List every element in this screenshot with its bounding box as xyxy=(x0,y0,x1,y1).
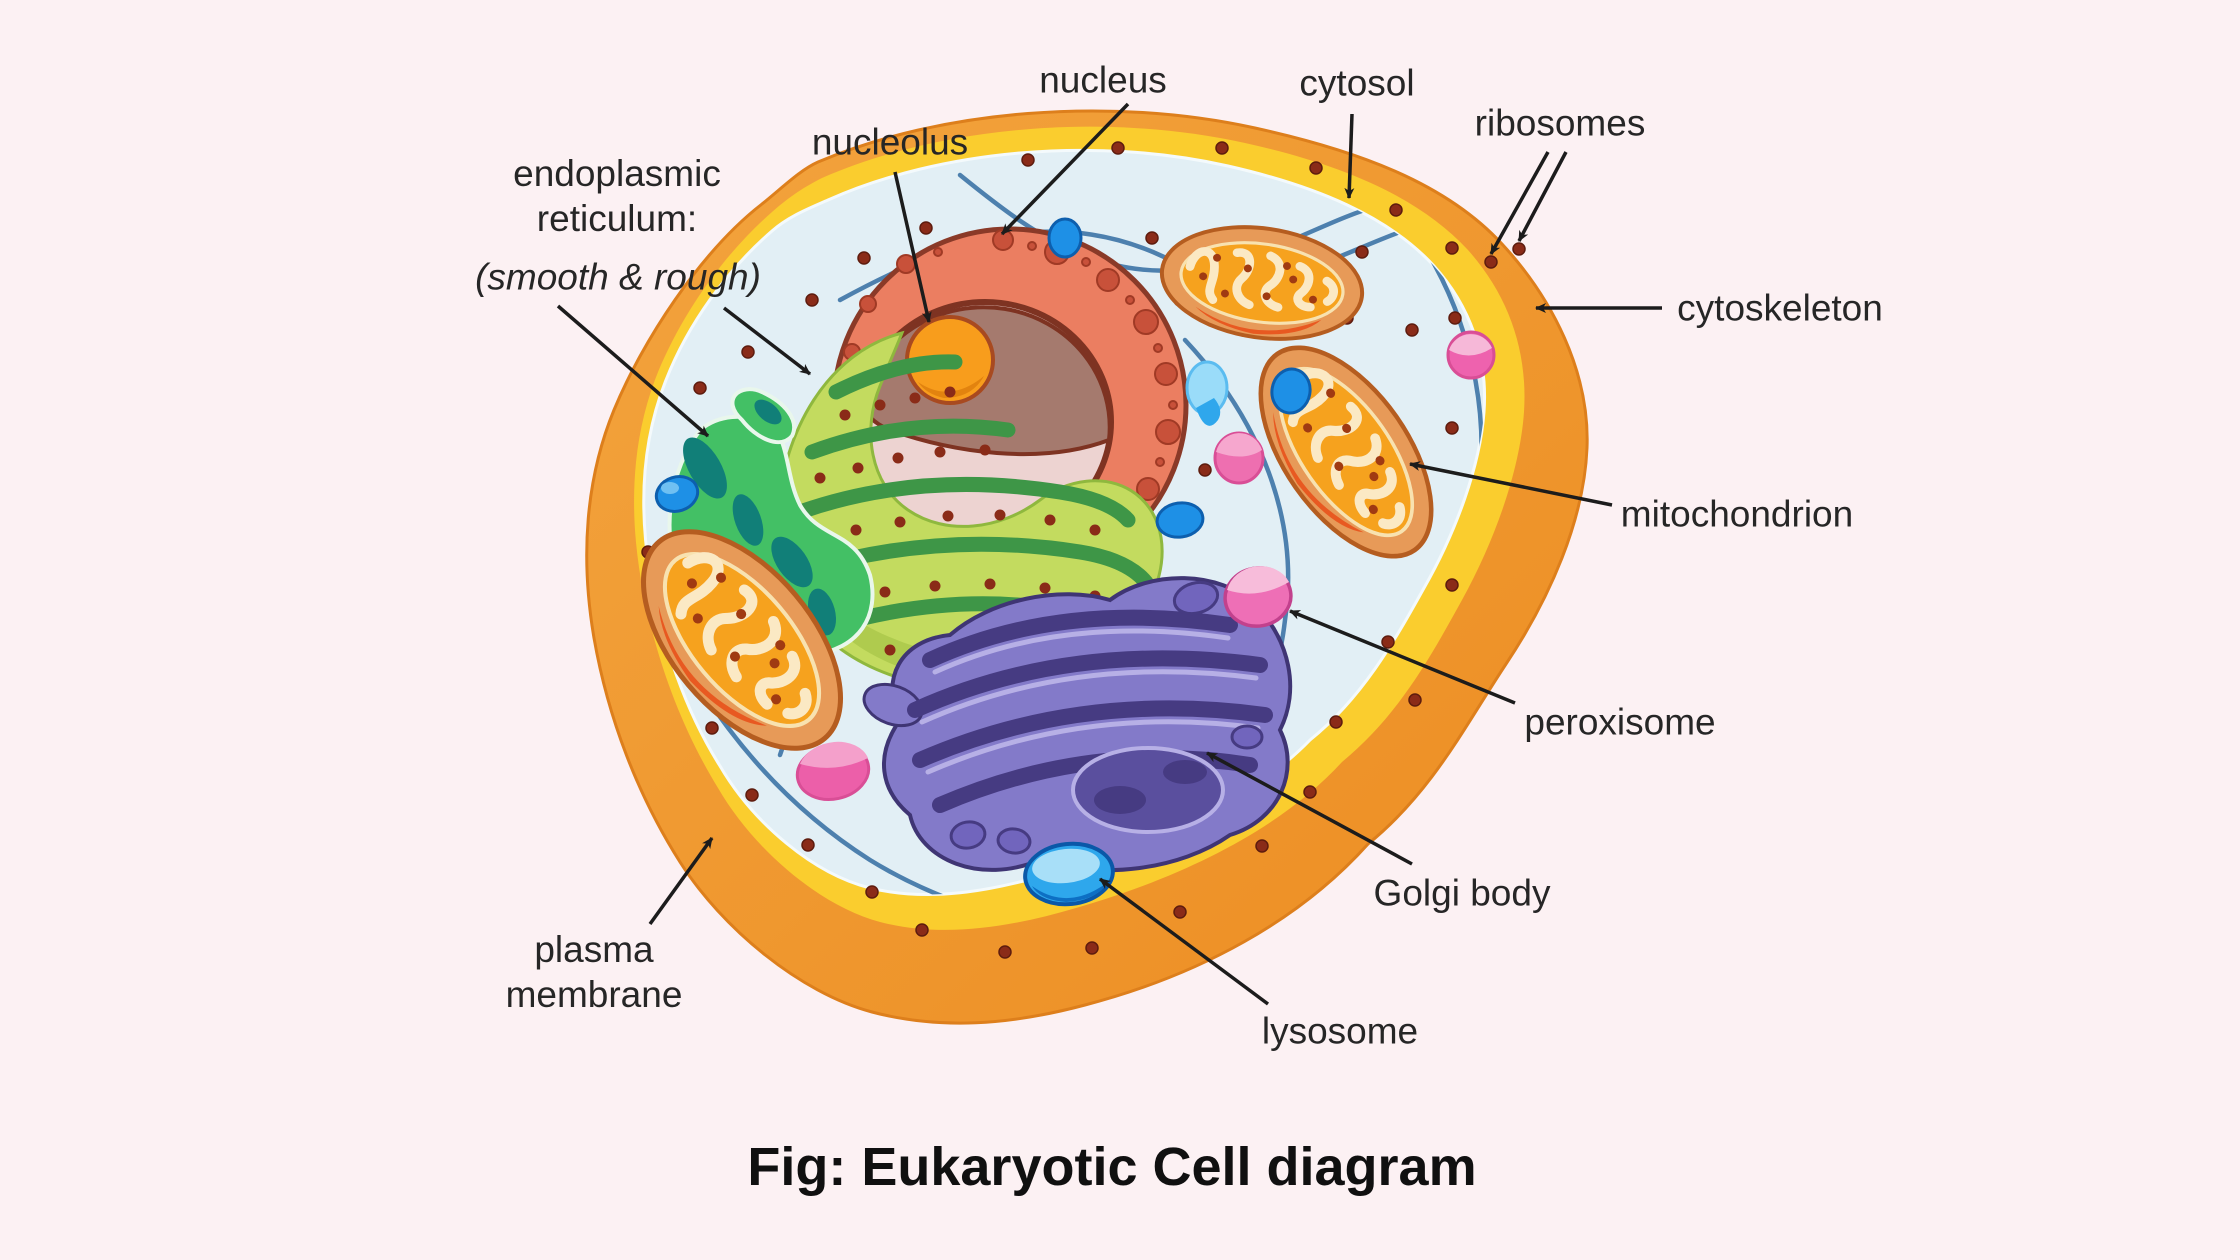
label-cytoskeleton: cytoskeleton xyxy=(1677,287,1883,329)
label-peroxisome: peroxisome xyxy=(1524,701,1716,743)
label-golgi-body: Golgi body xyxy=(1373,872,1551,914)
vesicle-blue-mid xyxy=(1155,501,1205,539)
label-lysosome: lysosome xyxy=(1261,1010,1419,1052)
leader-ribosomes-a xyxy=(1489,151,1550,255)
vesicle-blue-right xyxy=(1270,367,1312,415)
label-nucleolus: nucleolus xyxy=(811,121,969,163)
leader-er-smooth xyxy=(556,304,710,438)
figure-caption: Fig: Eukaryotic Cell diagram xyxy=(747,1137,1477,1197)
label-ribosomes: ribosomes xyxy=(1474,102,1646,144)
leader-er-rough xyxy=(722,306,812,376)
leader-cytosol xyxy=(1344,113,1355,199)
leader-lines xyxy=(556,102,1662,1006)
label-nucleus: nucleus xyxy=(1039,59,1167,101)
lysosome-shape xyxy=(1023,841,1115,907)
vesicle-lightblue-drip xyxy=(1185,360,1229,426)
golgi-body-shape xyxy=(862,576,1293,873)
leader-plasma-membrane xyxy=(648,836,714,926)
leader-ribosomes-b xyxy=(1517,151,1568,242)
vesicle-blue-left xyxy=(654,475,700,513)
peroxisome-shape xyxy=(1223,566,1293,628)
label-mitochondrion: mitochondrion xyxy=(1620,493,1854,535)
label-er-note: (smooth & rough) xyxy=(475,256,761,298)
label-plasma-membrane: plasma membrane xyxy=(505,928,683,1015)
golgi-vesicles xyxy=(949,580,1264,855)
leader-golgi xyxy=(1206,751,1413,866)
vesicle-pink-topright xyxy=(1446,330,1496,380)
vesicle-pink-mid xyxy=(1213,431,1265,485)
leader-mitochondrion xyxy=(1409,461,1613,507)
label-er-title: endoplasmic reticulum: xyxy=(513,152,721,239)
leader-nucleolus xyxy=(893,171,932,323)
leader-peroxisome xyxy=(1289,609,1516,705)
vesicle-pink-left xyxy=(795,741,871,801)
vesicle-blue-top xyxy=(1047,217,1083,259)
vesicles xyxy=(654,217,1496,801)
label-cytosol: cytosol xyxy=(1299,62,1415,104)
leader-lysosome xyxy=(1098,877,1270,1006)
leader-nucleus xyxy=(1000,102,1130,236)
